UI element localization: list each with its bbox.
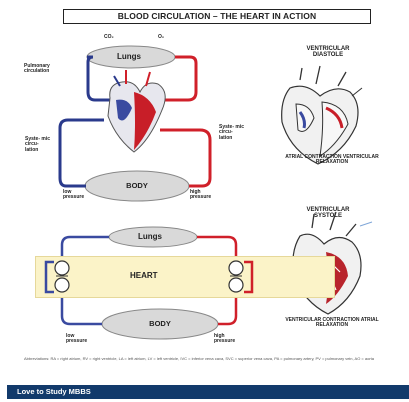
footer-banner: Love to Study MBBS bbox=[7, 385, 409, 399]
right-atrium-circle bbox=[55, 261, 69, 275]
heart-label: HEART bbox=[130, 272, 158, 280]
right-ventricle-circle bbox=[55, 278, 69, 292]
diastole-title: VENTRICULAR DIASTOLE bbox=[292, 46, 364, 59]
lungs-label: Lungs bbox=[117, 53, 141, 61]
systole-caption: VENTRICULAR CONTRACTION ATRIAL RELAXATIO… bbox=[282, 318, 382, 329]
low-pressure-label: low pressure bbox=[63, 190, 87, 201]
lungs-label-bottom: Lungs bbox=[138, 233, 162, 241]
pulmonary-circulation-label: Pulmonary circulation bbox=[24, 64, 68, 75]
co2-label: CO₂ bbox=[104, 35, 114, 40]
body-label: BODY bbox=[120, 182, 154, 190]
low-pressure-label-bottom: low pressure bbox=[66, 334, 90, 345]
o2-label: O₂ bbox=[158, 35, 164, 40]
left-ventricle-circle bbox=[229, 278, 243, 292]
body-label-bottom: BODY bbox=[142, 320, 178, 328]
systemic-circulation-right-label: Syste- mic circu- lation bbox=[219, 125, 247, 141]
abbreviations-text: Abbreviations: RA = right atrium, RV = r… bbox=[24, 356, 402, 380]
systole-title: VENTRICULAR SYSTOLE bbox=[292, 207, 364, 220]
systemic-circulation-left-label: Syste- mic circu- lation bbox=[25, 137, 53, 153]
high-pressure-label-bottom: high pressure bbox=[214, 334, 238, 345]
left-atrium-circle bbox=[229, 261, 243, 275]
diastole-caption: ATRIAL CONTRACTION VENTRICULAR RELAXATIO… bbox=[282, 155, 382, 166]
high-pressure-label: high pressure bbox=[190, 190, 214, 201]
